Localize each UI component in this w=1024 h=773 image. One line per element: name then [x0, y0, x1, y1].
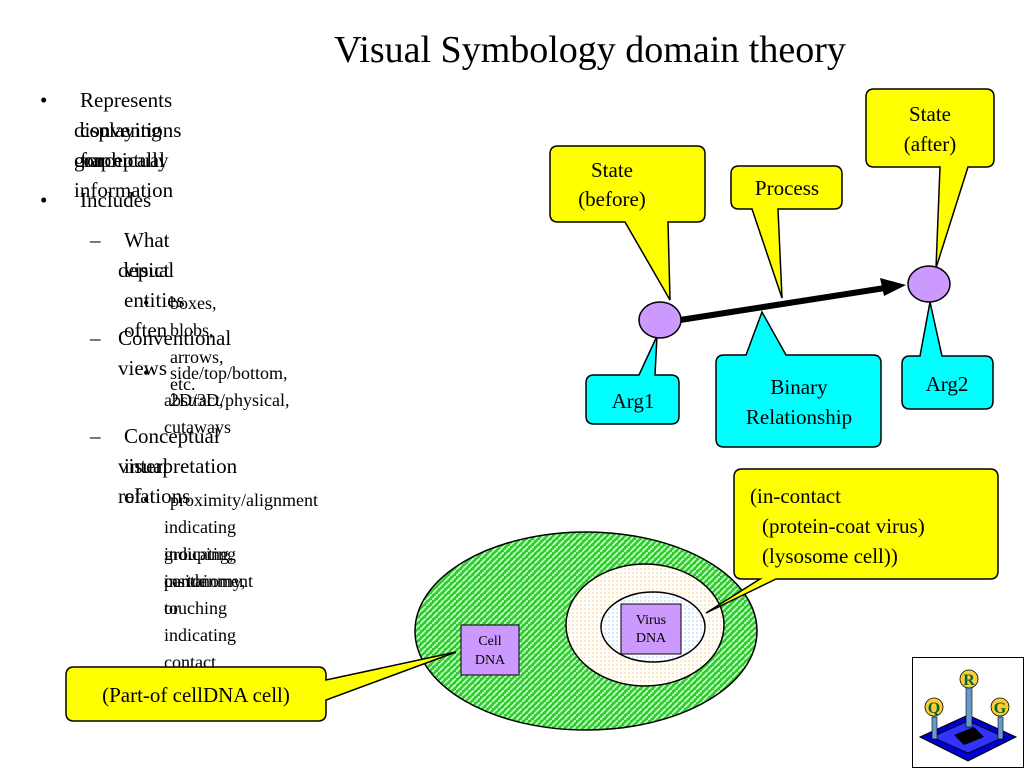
cell-dna-line1: Cell — [478, 634, 501, 649]
sub-bullet-visual-entities-line2: depict — [118, 258, 170, 282]
small-bullet-marker: • — [143, 293, 150, 313]
logo-letter-q: Q — [928, 700, 940, 717]
arg1-label: Arg1 — [612, 389, 655, 413]
item-proximity-line3: indicating containment or — [164, 544, 253, 618]
bullet-represents-line1: Represents conventions for — [80, 88, 182, 172]
virus-dna-box — [620, 603, 682, 655]
bullet-marker: • — [40, 188, 48, 212]
relation-arrow — [679, 278, 906, 323]
cell-dna-line2: DNA — [475, 653, 506, 668]
process-callout: Process — [730, 165, 843, 299]
in-contact-callout: (in-contact (protein-coat virus) (lysoso… — [705, 468, 999, 614]
item-views-line1: side/top/bottom, 2D/3D, — [170, 363, 288, 410]
dash-marker: – — [90, 228, 101, 252]
part-of-callout: (Part-of cellDNA cell) — [65, 651, 457, 722]
logo-letter-g: G — [994, 700, 1007, 717]
part-of-label: (Part-of cellDNA cell) — [102, 683, 290, 707]
binary-relationship-line1: Binary — [770, 375, 828, 399]
arg2-callout: Arg2 — [901, 301, 994, 410]
arg2-label: Arg2 — [926, 372, 969, 396]
state-before-line2: (before) — [578, 187, 646, 211]
qrg-logo: R Q G — [912, 657, 1024, 768]
arg2-node — [907, 265, 951, 303]
slide-title: Visual Symbology domain theory — [334, 29, 846, 71]
in-contact-line2: (protein-coat virus) — [762, 514, 925, 538]
bullet-represents-line2: displaying conceptual information — [74, 118, 174, 202]
dash-marker: – — [90, 326, 101, 350]
sub-bullet-visual-entities-line1: What visual entities often — [124, 228, 185, 342]
in-contact-line3: (lysosome cell)) — [762, 544, 898, 568]
small-bullet-marker: • — [143, 490, 150, 510]
dash-marker: – — [90, 424, 101, 448]
sub-bullet-conceptual-line2: visual relations — [118, 454, 191, 508]
process-label: Process — [755, 176, 819, 200]
small-bullet-marker: • — [143, 363, 150, 383]
item-proximity-line4: partonomy, — [164, 571, 246, 591]
virus-dna-line1: Virus — [636, 613, 666, 628]
item-proximity-line1: proximity/alignment — [170, 490, 318, 510]
logo-letter-r: R — [963, 672, 975, 689]
state-after-callout: State (after) — [865, 88, 995, 269]
item-proximity-line2: indicating grouping, inside — [164, 517, 236, 591]
state-after-line2: (after) — [904, 132, 956, 156]
binary-relationship-callout: Binary Relationship — [715, 310, 882, 448]
arg1-callout: Arg1 — [585, 335, 680, 425]
bullet-includes: Includes — [80, 188, 152, 212]
cell-illustration: Virus DNA Cell DNA — [414, 531, 758, 731]
arg1-node — [638, 301, 682, 339]
virus-dna-line2: DNA — [636, 631, 667, 646]
sub-bullet-conceptual-line1: Conceptual interpretation of — [124, 424, 238, 508]
item-boxes-blobs: boxes, blobs, arrows, etc. — [170, 293, 224, 394]
binary-relationship-line2: Relationship — [746, 405, 852, 429]
item-views-line2: abstract/physical, cutaways — [164, 390, 290, 437]
cell-dna-box — [460, 624, 520, 676]
state-after-line1: State — [909, 102, 951, 126]
qrg-logo-graphic: R Q G — [912, 657, 1024, 768]
state-before-callout: State (before) — [549, 145, 706, 301]
state-before-line1: State — [591, 158, 633, 182]
sub-bullet-conventional-views: Conventional views — [118, 326, 232, 380]
bullet-represents-line3: graphically — [74, 148, 169, 172]
in-contact-line1: (in-contact — [750, 484, 841, 508]
bullet-marker: • — [40, 88, 48, 112]
